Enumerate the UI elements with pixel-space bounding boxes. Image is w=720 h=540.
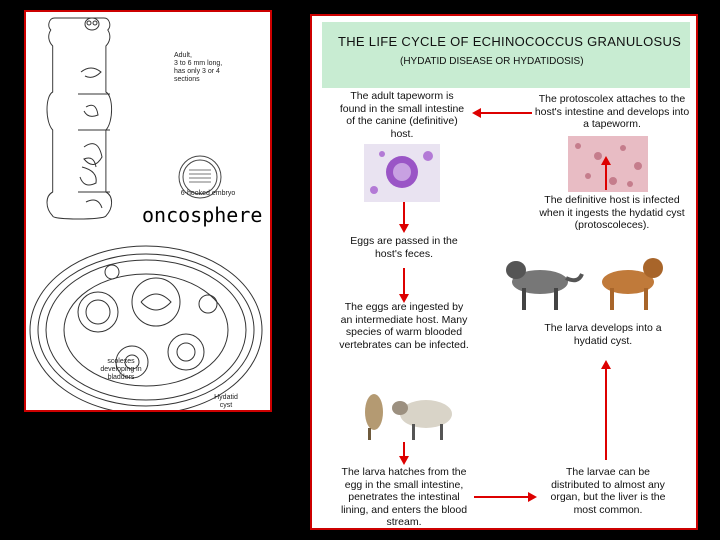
tapeworm-illustration (29, 17, 263, 410)
adult-label-line: Adult, (174, 52, 192, 59)
arrow-to-distributed (474, 496, 530, 498)
boxer-dog-icon (602, 258, 663, 310)
dog-hosts-illustration (506, 258, 663, 310)
left-illustration-panel: Adult, 3 to 6 mm long, has only 3 or 4 s… (24, 10, 272, 412)
title-box: THE LIFE CYCLE OF ECHINOCOCCUS GRANULOSU… (322, 22, 690, 88)
cyst-label: Hydatid cyst (206, 394, 246, 410)
arrow-to-adult (480, 112, 532, 114)
arrowhead-down (399, 294, 409, 303)
egg-micrograph-image (370, 151, 433, 194)
scolexes-label-line: bladders (107, 374, 135, 381)
cyst-label-line: Hydatid (214, 394, 238, 401)
arrow-to-eggs (403, 202, 405, 230)
arrowhead-right (528, 492, 537, 502)
life-cycle-panel: THE LIFE CYCLE OF ECHINOCOCCUS GRANULOSU… (310, 14, 698, 530)
scolexes-label-line: developing in (100, 366, 142, 373)
cyst-label-line: cyst (219, 402, 233, 409)
arrow-to-ingested (403, 268, 405, 298)
egg-micrograph (364, 144, 440, 202)
step-larvae-distributed: The larvae can be distributed to almost … (550, 466, 666, 516)
step-adult-tapeworm: The adult tapeworm is found in the small… (339, 90, 465, 140)
tissue-pattern (575, 143, 642, 187)
step-definitive-host: The definitive host is infected when it … (539, 194, 685, 231)
step-hydatid-cyst: The larva develops into a hydatid cyst. (544, 322, 662, 347)
arrowhead-down (399, 456, 409, 465)
arrowhead-left (472, 108, 481, 118)
oncosphere-label: oncosphere (142, 203, 263, 227)
step-larva-hatches: The larva hatches from the egg in the sm… (340, 466, 468, 528)
sheep-icon-2 (392, 400, 452, 440)
arrowhead-up (601, 156, 611, 165)
sheep-icon (365, 394, 383, 440)
diagram-subtitle: (HYDATID DISEASE OR HYDATIDOSIS) (400, 56, 584, 67)
step-protoscolex: The protoscolex attaches to the host's i… (534, 93, 690, 130)
adult-label: Adult, 3 to 6 mm long, has only 3 or 4 s… (174, 52, 244, 84)
step-eggs-ingested: The eggs are ingested by an intermediate… (339, 301, 469, 351)
adult-label-line: 3 to 6 mm long, (174, 60, 223, 67)
arrowhead-up (601, 360, 611, 369)
sheep-illustration (365, 394, 452, 440)
embryo-label: 6-hooked embryo (180, 190, 236, 197)
adult-label-line: has only 3 or 4 sections (174, 68, 220, 83)
arrow-to-hatch (403, 442, 405, 462)
arrow-to-protoscolex (605, 164, 607, 190)
scolexes-label-line: scolexes (107, 358, 135, 365)
diagram-title: THE LIFE CYCLE OF ECHINOCOCCUS GRANULOSU… (338, 34, 682, 49)
arrow-to-cyst (605, 368, 607, 460)
step-eggs-passed: Eggs are passed in the host's feces. (350, 235, 458, 260)
wolf-icon (506, 261, 584, 310)
scolexes-label: scolexes developing in bladders (96, 358, 146, 382)
arrowhead-down (399, 224, 409, 233)
